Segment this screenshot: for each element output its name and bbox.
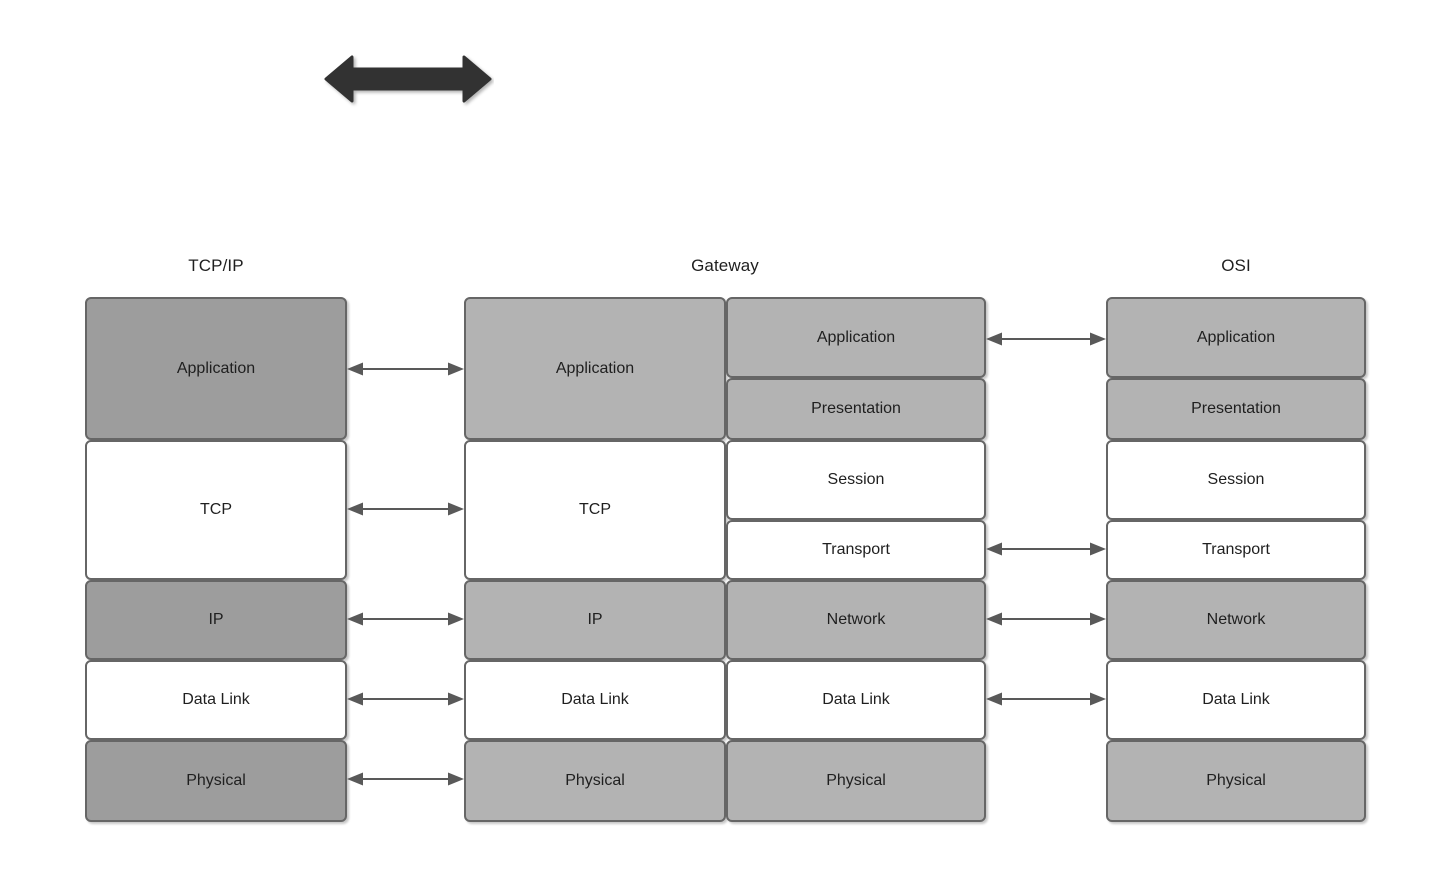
connector-arrow-gateway-osi-network xyxy=(986,610,1106,628)
layer-box-gateway-right-session: Session xyxy=(726,440,986,520)
column-title-gateway: Gateway xyxy=(691,256,759,275)
layer-box-gateway-left-application: Application xyxy=(464,297,726,440)
layer-box-osi-stack-transport: Transport xyxy=(1106,520,1366,580)
layer-box-tcpip-stack-ip: IP xyxy=(85,580,347,660)
layer-box-osi-stack-network: Network xyxy=(1106,580,1366,660)
layer-box-tcpip-stack-physical: Physical xyxy=(85,740,347,822)
layer-box-gateway-left-physical: Physical xyxy=(464,740,726,822)
layer-box-gateway-left-ip: IP xyxy=(464,580,726,660)
layer-box-osi-stack-physical: Physical xyxy=(1106,740,1366,822)
double-headed-arrow-icon xyxy=(322,50,494,110)
layer-box-gateway-right-network: Network xyxy=(726,580,986,660)
connector-arrow-tcpip-gateway-ip xyxy=(347,610,464,628)
layer-box-osi-stack-data-link: Data Link xyxy=(1106,660,1366,740)
layer-box-tcpip-stack-application: Application xyxy=(85,297,347,440)
connector-arrow-tcpip-gateway-application xyxy=(347,360,464,378)
connector-arrow-gateway-osi-datalink xyxy=(986,690,1106,708)
connector-arrow-gateway-osi-transport xyxy=(986,540,1106,558)
layer-box-gateway-right-transport: Transport xyxy=(726,520,986,580)
column-title-tcpip: TCP/IP xyxy=(188,256,244,275)
layer-box-osi-stack-presentation: Presentation xyxy=(1106,378,1366,440)
connector-arrow-tcpip-gateway-physical xyxy=(347,770,464,788)
layer-box-gateway-left-data-link: Data Link xyxy=(464,660,726,740)
layer-box-gateway-right-physical: Physical xyxy=(726,740,986,822)
layer-box-tcpip-stack-tcp: TCP xyxy=(85,440,347,580)
column-title-osi: OSI xyxy=(1221,256,1251,275)
connector-arrow-gateway-osi-application xyxy=(986,330,1106,348)
layer-box-tcpip-stack-data-link: Data Link xyxy=(85,660,347,740)
connector-arrow-tcpip-gateway-tcp xyxy=(347,500,464,518)
layer-box-gateway-right-data-link: Data Link xyxy=(726,660,986,740)
layer-box-gateway-left-tcp: TCP xyxy=(464,440,726,580)
layer-box-osi-stack-application: Application xyxy=(1106,297,1366,378)
layer-box-gateway-right-presentation: Presentation xyxy=(726,378,986,440)
layer-box-gateway-right-application: Application xyxy=(726,297,986,378)
connector-arrow-tcpip-gateway-datalink xyxy=(347,690,464,708)
layer-box-osi-stack-session: Session xyxy=(1106,440,1366,520)
